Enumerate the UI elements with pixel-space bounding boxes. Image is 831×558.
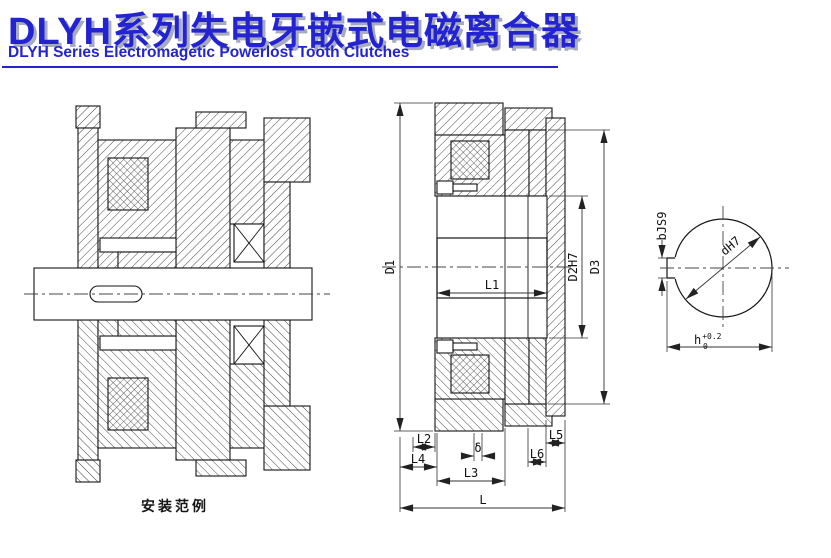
installation-upper-half xyxy=(75,105,311,269)
page-title: DLYH系列失电牙嵌式电磁离合器 xyxy=(8,11,580,53)
output-step-outer xyxy=(263,117,311,183)
sleeve xyxy=(99,237,177,253)
rotor-body xyxy=(504,129,530,197)
coil-section xyxy=(450,140,490,180)
shaft xyxy=(33,267,313,321)
dim-label-delta: δ xyxy=(474,441,481,455)
dim-label-l: L xyxy=(479,493,486,507)
armature-plate xyxy=(528,129,547,197)
section-drawing: D1 D2H7 D3 L1 L xyxy=(382,102,610,512)
section-dimensions: D1 D2H7 D3 L1 L xyxy=(383,102,610,512)
yoke-flange xyxy=(434,102,504,136)
dim-label-d2: D2H7 xyxy=(566,253,580,282)
dim-label-b: bJS9 xyxy=(655,212,669,241)
technical-drawing: D1 D2H7 D3 L1 L xyxy=(24,102,789,512)
installation-caption: 安装范例 xyxy=(141,498,209,514)
rotor-flange xyxy=(195,111,247,129)
bolt-head xyxy=(75,105,101,129)
dim-label-l2: L2 xyxy=(417,432,431,446)
dim-label-l1: L1 xyxy=(485,278,499,292)
dim-label-l5: L5 xyxy=(549,428,563,442)
screw-shank xyxy=(452,183,478,192)
installation-lower-half xyxy=(75,319,311,483)
screw-head xyxy=(436,180,454,195)
page-subtitle: DLYH Series Electromagetic Powerlost Too… xyxy=(8,44,410,61)
bearing-cross xyxy=(233,223,265,263)
installation-drawing xyxy=(24,105,330,483)
bearing xyxy=(233,223,265,263)
section-lower-half xyxy=(434,337,553,432)
output-step-inner xyxy=(263,181,291,269)
dim-label-d3: D3 xyxy=(588,260,602,274)
sleeve-hatched xyxy=(117,251,177,269)
header-divider xyxy=(2,66,558,68)
dim-label-l3: L3 xyxy=(464,466,478,480)
rotor-body xyxy=(175,127,231,269)
dim-label-l4: L4 xyxy=(411,452,425,466)
hub-block xyxy=(229,139,271,225)
dim-label-l6: L6 xyxy=(530,447,544,461)
section-upper-half xyxy=(434,102,553,197)
bore xyxy=(436,237,548,299)
dim-line-d xyxy=(685,236,761,300)
rotor-flange xyxy=(504,107,553,131)
dim-label-d1: D1 xyxy=(383,260,397,274)
coil-section xyxy=(107,157,149,211)
flange-plate xyxy=(77,127,99,269)
